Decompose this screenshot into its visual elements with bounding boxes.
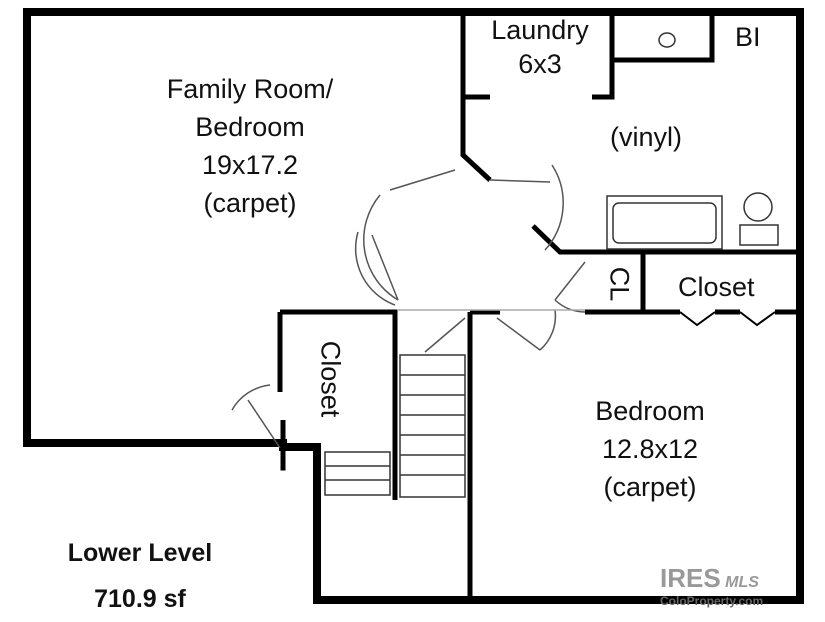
caption-area: 710.9 sf [94,585,186,613]
family-room-floor: (carpet) [203,188,297,218]
cl-label: CL [604,266,635,302]
bath-floor: (vinyl) [610,122,682,152]
caption-level: Lower Level [67,539,213,567]
family-room-name2: Bedroom [195,112,305,142]
interior-walls [277,12,800,600]
bedroom-size: 12.8x12 [601,434,699,464]
watermark-brand: IRES [660,563,721,593]
bedroom-label: Bedroom 12.8x12 (carpet) [560,392,740,506]
laundry-size: 6x3 [518,49,562,79]
watermark-suffix: MLS [725,574,759,591]
family-room-name: Family Room/ [166,74,334,104]
closet-door-marks [679,311,776,327]
caption: Lower Level 710.9 sf [30,530,250,622]
bedroom-name: Bedroom [595,396,705,426]
laundry-label: Laundry 6x3 [470,13,610,81]
bath-fixtures [606,32,779,250]
exterior-walls [23,8,804,604]
closet-right-label: Closet [678,272,755,302]
family-room-size: 19x17.2 [201,150,299,180]
watermark-site: ColoProperty.com [660,594,764,608]
bath-label: BI [735,22,761,52]
watermark-logo: IRES MLS ColoProperty.com [660,563,763,608]
laundry-name: Laundry [491,15,589,45]
bedroom-floor: (carpet) [603,472,697,502]
family-room-label: Family Room/ Bedroom 19x17.2 (carpet) [120,70,380,222]
stairs [324,354,466,498]
doors [231,164,586,449]
closet-left-label: Closet [315,340,346,418]
